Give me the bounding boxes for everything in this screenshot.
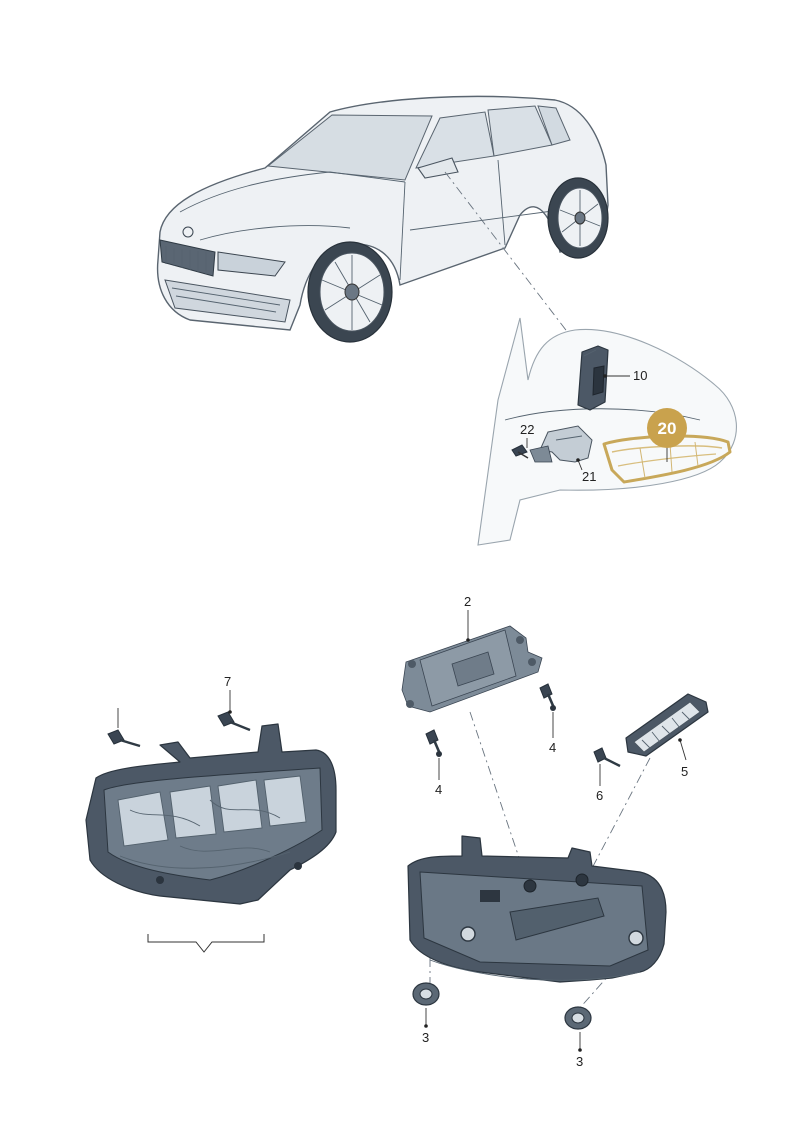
part-3-nut-left — [412, 982, 440, 1006]
car-front-window — [415, 111, 495, 169]
part-6-screw — [593, 747, 621, 768]
label-3b: 3 — [576, 1054, 583, 1069]
car-windshield — [266, 114, 433, 181]
part-4-screw-right — [539, 683, 556, 711]
car-rear-wheel — [547, 177, 609, 259]
part-3-nut-right — [564, 1006, 592, 1030]
part-10-switch — [577, 345, 609, 411]
label-2: 2 — [464, 594, 471, 609]
badge-20 — [647, 408, 687, 448]
mirror-detail: 20 10 22 21 — [477, 317, 737, 546]
fog-lamp-screw-7 — [217, 711, 251, 732]
label-7: 7 — [224, 674, 231, 689]
car-rear-window — [487, 105, 553, 157]
label-3a: 3 — [422, 1030, 429, 1045]
fog-lamp-reflectors — [117, 775, 307, 853]
car-mirror — [417, 157, 459, 179]
fog-lamp-group-bracket — [147, 934, 265, 953]
mirror-housing-outline — [477, 317, 737, 546]
label-10: 10 — [633, 368, 647, 383]
car-illustration — [156, 95, 609, 343]
fog-lamp-screw-left — [107, 729, 141, 748]
part-21-bulb-holder — [529, 425, 593, 463]
label-4b: 4 — [549, 740, 556, 755]
label-22: 22 — [520, 422, 534, 437]
part-22-screw — [511, 444, 529, 459]
fog-lamp-assembly: 7 — [85, 674, 337, 953]
part-5-lamp-insert — [625, 693, 709, 757]
car-front-wheel — [307, 241, 393, 343]
label-6: 6 — [596, 788, 603, 803]
car-quarter-window — [537, 105, 571, 146]
label-20: 20 — [658, 419, 677, 438]
tail-lamp-assembly: 2 4 4 5 6 — [401, 594, 709, 1069]
label-5: 5 — [681, 764, 688, 779]
part-4-screw-left — [425, 729, 442, 757]
label-4a: 4 — [435, 782, 442, 797]
part-2-control-unit — [401, 625, 543, 713]
label-21: 21 — [582, 469, 596, 484]
